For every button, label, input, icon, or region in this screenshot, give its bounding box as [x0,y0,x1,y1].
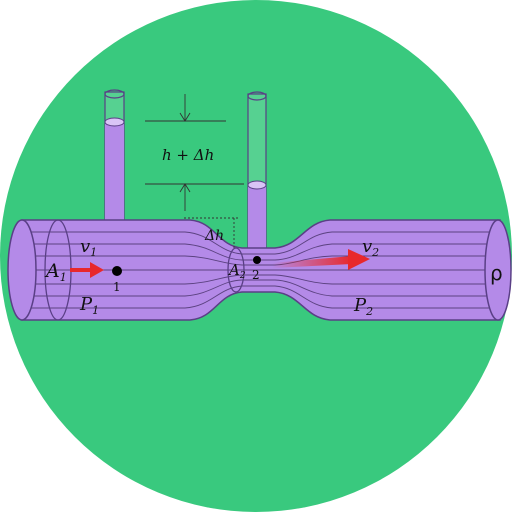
point-1-dot [112,266,122,276]
arrow-2-head [348,249,370,270]
streamline [28,255,496,266]
tube-1-liquid [105,122,124,222]
point-2-dot [253,256,261,264]
tube-2-meniscus [247,180,267,190]
streamlines [28,231,496,309]
streamline [28,279,496,297]
area-1-label: A1 [44,260,67,284]
height-difference-label: h + Δh [162,146,214,164]
streamline [28,285,496,309]
streamline [28,231,496,255]
point-1-label: 1 [113,280,121,294]
manometer-tube-1 [104,89,125,222]
velocity-arrow-2 [272,249,370,270]
pipe-inlet-end [7,219,37,321]
velocity-arrow-1 [70,262,104,278]
dim-arrow-top-head [179,112,191,122]
tube-1-top [104,89,125,99]
arrow-1-head [90,262,104,278]
pressure-1-label: P1 [79,294,99,317]
pressure-2-label: P2 [353,295,373,318]
pipe-outlet-end [484,219,512,321]
manometer-tube-2 [247,91,267,255]
dimension-lines [145,94,244,248]
arrow-2-shaft [272,256,352,268]
density-label: ρ [490,261,503,285]
velocity-1-label: v1 [80,236,97,259]
tube-1-meniscus [104,117,125,127]
cross-section-2 [227,247,245,293]
velocity-2-label: v2 [362,236,379,259]
tube-2-liquid [248,185,266,255]
streamline [28,274,496,285]
point-2-label: 2 [252,268,260,282]
area-2-label: A2 [227,261,246,281]
tube-2-top [247,91,267,101]
delta-h-label: Δh [204,228,224,244]
dim-arrow-bottom-head [179,183,191,193]
